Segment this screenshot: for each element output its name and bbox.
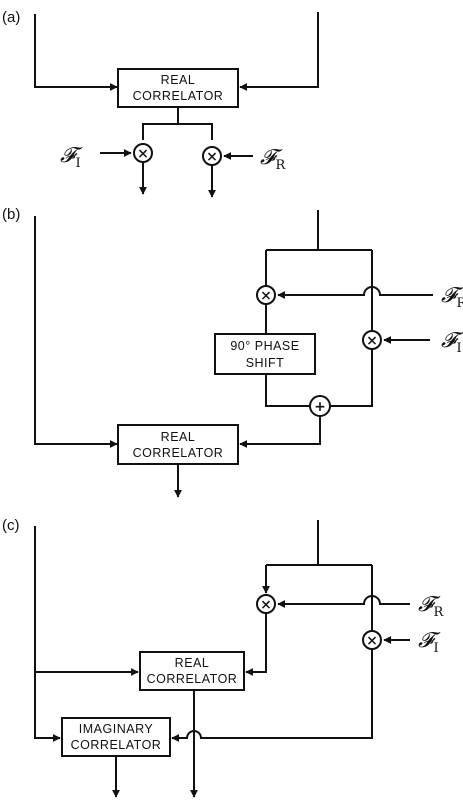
panel-b-shift-line1: 90° PHASE [230, 339, 299, 353]
panel-b-right-to-sum [331, 349, 373, 407]
panel-a-output-split [142, 123, 213, 140]
panel-a-fi-label: 𝓕I [60, 143, 83, 171]
panel-a-box-line2: CORRELATOR [133, 89, 224, 103]
panel-b-multiplier-top: × [256, 285, 276, 305]
panel-b-real-correlator-box: REAL CORRELATOR [117, 424, 239, 465]
panel-a-left-input-wire [34, 14, 118, 91]
multiply-icon: × [366, 333, 378, 349]
panel-c: (c) × × 𝓕R 𝓕I REAL CORRELATOR IMAGINARY [2, 517, 445, 798]
panel-c-label: (c) [2, 517, 20, 534]
panel-b-fr-label: 𝓕R [441, 283, 463, 311]
panel-b-phase-shift-box: 90° PHASE SHIFT [214, 333, 316, 375]
panel-a-multiplier-left: × [133, 143, 153, 163]
panel-b-summer: + [309, 395, 331, 417]
panel-c-imag-line2: CORRELATOR [71, 738, 162, 752]
panel-c-fi-label: 𝓕I [418, 628, 441, 656]
panel-a-multiplier-right: × [202, 146, 222, 166]
panel-c-real-correlator-box: REAL CORRELATOR [139, 651, 245, 691]
multiply-icon: × [260, 288, 272, 304]
panel-c-real-line2: CORRELATOR [147, 672, 238, 686]
multiply-icon: × [366, 633, 378, 649]
panel-b-shift-line2: SHIFT [246, 356, 285, 370]
panel-c-product-to-real [245, 613, 267, 676]
panel-b-fi-label: 𝓕I [441, 328, 463, 356]
panel-b-sum-to-correlator [239, 416, 321, 448]
panel-b-shift-to-sum [265, 374, 309, 407]
panel-c-left-input-wire [34, 526, 61, 742]
panel-c-fr-label: 𝓕R [418, 592, 445, 620]
panel-c-imag-line1: IMAGINARY [79, 722, 154, 736]
panel-b-label: (b) [2, 206, 20, 223]
multiply-icon: × [206, 149, 218, 165]
multiply-icon: × [137, 146, 149, 162]
multiply-icon: × [260, 597, 272, 613]
panel-b-box-line1: REAL [161, 430, 196, 444]
panel-c-imaginary-correlator-box: IMAGINARY CORRELATOR [61, 717, 171, 757]
plus-icon: + [314, 399, 326, 415]
panel-b: (b) × × 𝓕R 𝓕I 90° PHASE SHIFT + [2, 206, 463, 498]
panel-b-fr-wire [277, 286, 433, 299]
panel-b-multiplier-right: × [362, 330, 382, 350]
panel-c-multiplier-right: × [362, 630, 382, 650]
panel-a-fr-label: 𝓕R [260, 145, 287, 173]
panel-c-fr-wire [277, 595, 410, 608]
panel-c-real-line1: REAL [175, 656, 210, 670]
panel-b-box-line2: CORRELATOR [133, 446, 224, 460]
panel-a-label: (a) [2, 9, 20, 26]
panel-c-multiplier-top: × [256, 594, 276, 614]
panel-a-real-correlator-box: REAL CORRELATOR [117, 68, 239, 108]
panel-b-left-input-wire [34, 216, 118, 448]
panel-a-right-input-wire [239, 12, 319, 91]
panel-a-box-line1: REAL [161, 73, 196, 87]
panel-a: (a) REAL CORRELATOR × × 𝓕I 𝓕R [2, 9, 319, 198]
panel-c-product-to-imaginary [171, 649, 373, 742]
